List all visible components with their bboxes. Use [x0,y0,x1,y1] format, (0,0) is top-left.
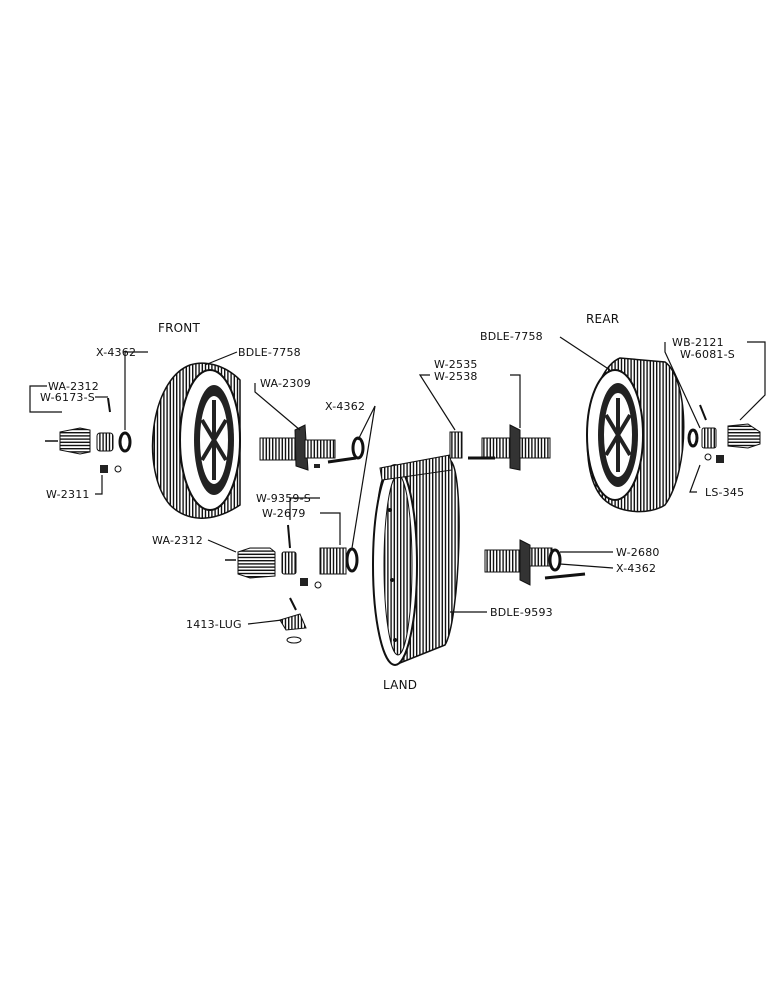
label-ls345: LS-345 [705,486,745,499]
label-w6081s: W-6081-S [680,348,735,361]
land-spindle [484,539,586,586]
land-wheel [372,454,460,666]
label-x4362-front: X-4362 [96,346,137,359]
land-hub-parts [225,524,359,644]
front-section-label: FRONT [158,321,200,335]
label-w2535: W-2535 [434,358,478,371]
land-section-label: LAND [383,678,418,692]
label-bdle9593: BDLE-9593 [490,606,553,619]
wa2309-hub [259,424,365,471]
label-wb2121: WB-2121 [672,336,724,349]
label-x4362-center: X-4362 [325,400,366,413]
label-w2311: W-2311 [46,488,90,501]
rear-wheel [586,357,685,513]
label-1413-lug: 1413-LUG [186,618,242,631]
leader-lines [29,336,766,625]
label-w2679: W-2679 [262,507,306,520]
label-wa2309: WA-2309 [260,377,311,390]
label-bdle7758-rear: BDLE-7758 [480,330,543,343]
w2535-hub [449,424,551,471]
label-x4362-land: X-4362 [616,562,657,575]
label-w6173s: W-6173-S [40,391,95,404]
rear-section-label: REAR [586,312,620,326]
front-hub-parts [45,397,132,473]
label-w2538: W-2538 [434,370,478,383]
label-w9359s: W-9359-S [256,492,311,505]
rear-hub-parts [687,404,761,463]
label-bdle7758-front: BDLE-7758 [238,346,301,359]
label-wa2312-front: WA-2312 [48,380,99,393]
label-wa2312-land: WA-2312 [152,534,203,547]
label-w2680: W-2680 [616,546,660,559]
front-wheel [151,362,241,519]
